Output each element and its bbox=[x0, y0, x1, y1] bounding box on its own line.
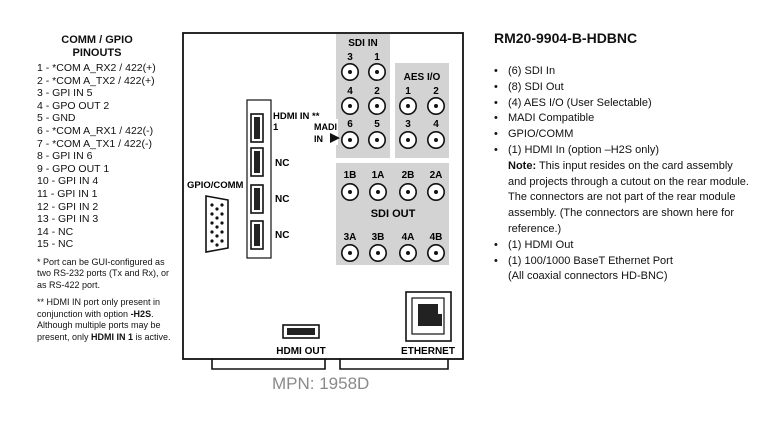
sdi-in-connector bbox=[367, 131, 387, 149]
spec-item: (8) SDI Out bbox=[494, 80, 754, 96]
aes-port-label: 1 bbox=[405, 86, 411, 97]
sdi-out-connector bbox=[368, 183, 388, 201]
spec-list: (6) SDI In (8) SDI Out (4) AES I/O (User… bbox=[494, 64, 754, 285]
sdi-out-connector bbox=[340, 244, 360, 263]
hdmi-note: ** HDMI IN port only present in conjunct… bbox=[37, 297, 171, 342]
pin-list: 1 - *COM A_RX2 / 422(+) 2 - *COM A_TX2 /… bbox=[37, 62, 177, 251]
spec-item: (4) AES I/O (User Selectable) bbox=[494, 96, 754, 112]
sdi-out-port-label: 2B bbox=[402, 170, 415, 181]
sdi-out-connector bbox=[398, 244, 418, 263]
sdi-in-port-label: 2 bbox=[374, 86, 380, 97]
pin-item: 2 - *COM A_TX2 / 422(+) bbox=[37, 74, 155, 87]
sdi-in-connector bbox=[367, 97, 387, 115]
sdi-in-port-label: 4 bbox=[347, 86, 353, 97]
hdmi-in-pins bbox=[254, 117, 260, 139]
aes-port-label: 2 bbox=[433, 86, 439, 97]
nc-label: NC bbox=[275, 194, 289, 205]
pin-item: 9 - GPO OUT 1 bbox=[37, 162, 110, 175]
sdi-out-port-label: 4A bbox=[402, 232, 415, 243]
sdi-out-port-label: 2A bbox=[430, 170, 443, 181]
sdi-out-port-label: 3B bbox=[372, 232, 385, 243]
spec-item: (1) HDMI Out bbox=[494, 238, 754, 254]
pin-item: 3 - GPI IN 5 bbox=[37, 87, 93, 100]
sdi-out-connector bbox=[368, 244, 388, 263]
sdi-out-connector bbox=[340, 183, 360, 201]
sdi-out-port-label: 1B bbox=[344, 170, 357, 181]
port-note: * Port can be GUI-configured as two RS-2… bbox=[37, 256, 170, 290]
hdmi-nc-pins bbox=[254, 224, 260, 246]
bottom-rail-left bbox=[211, 359, 326, 370]
gpio-comm-label: GPIO/COMM bbox=[187, 180, 244, 191]
pin-item: 14 - NC bbox=[37, 225, 74, 238]
pin-item: 6 - *COM A_RX1 / 422(-) bbox=[37, 124, 154, 137]
sdi-in-port-label: 3 bbox=[347, 52, 353, 63]
pin-item: 13 - GPI IN 3 bbox=[37, 213, 99, 226]
aes-connector bbox=[398, 131, 418, 149]
bottom-rail-right bbox=[339, 359, 449, 370]
sdi-in-connector bbox=[340, 131, 360, 149]
sdi-out-port-label: 1A bbox=[372, 170, 385, 181]
pin-item: 1 - *COM A_RX2 / 422(+) bbox=[37, 62, 156, 74]
aes-label: AES I/O bbox=[404, 72, 441, 83]
sdi-in-port-label: 5 bbox=[374, 119, 380, 130]
sdi-out-connector bbox=[398, 183, 418, 201]
sdi-in-port-label: 6 bbox=[347, 119, 353, 130]
aes-port-label: 4 bbox=[433, 119, 439, 130]
sdi-in-port-label: 1 bbox=[374, 52, 380, 63]
aes-connector bbox=[426, 97, 446, 115]
pinout-panel: COMM / GPIO PINOUTS 1 - *COM A_RX2 / 422… bbox=[37, 34, 177, 343]
hdmi-in-number: 1 bbox=[273, 122, 279, 133]
spec-title: RM20-9904-B-HDBNC bbox=[494, 30, 638, 46]
pin-item: 10 - GPI IN 4 bbox=[37, 175, 99, 188]
pin-item: 12 - GPI IN 2 bbox=[37, 200, 99, 213]
sdi-in-connector bbox=[367, 62, 387, 81]
db15-connector-icon bbox=[205, 195, 229, 253]
madi-in-label: IN bbox=[314, 134, 323, 144]
spec-item: (1) HDMI In (option –H2S only) bbox=[494, 143, 754, 159]
sdi-out-port-label: 4B bbox=[430, 232, 443, 243]
ethernet-label: ETHERNET bbox=[401, 346, 455, 357]
hdmi-out-pins bbox=[287, 328, 315, 335]
spec-item: MADI Compatible bbox=[494, 111, 754, 127]
sdi-in-connector bbox=[340, 97, 360, 115]
pin-item: 4 - GPO OUT 2 bbox=[37, 99, 110, 112]
spec-coax-note: (All coaxial connectors HD-BNC) bbox=[508, 270, 668, 283]
sdi-in-connector bbox=[340, 62, 360, 81]
pin-item: 11 - GPI IN 1 bbox=[37, 187, 98, 200]
sdi-out-connector bbox=[426, 244, 446, 263]
pin-item: 15 - NC bbox=[37, 238, 74, 251]
ethernet-jack-icon bbox=[418, 304, 442, 326]
hdmi-in-label: HDMI IN ** bbox=[273, 111, 320, 122]
sdi-out-label: SDI OUT bbox=[371, 208, 416, 220]
pin-item: 8 - GPI IN 6 bbox=[37, 150, 93, 163]
pin-item: 5 - GND bbox=[37, 112, 76, 125]
sdi-out-connector bbox=[426, 183, 446, 201]
hdmi-nc-pins bbox=[254, 188, 260, 210]
pinout-title: COMM / GPIO PINOUTS bbox=[61, 34, 133, 59]
nc-label: NC bbox=[275, 230, 289, 241]
aes-connector bbox=[426, 131, 446, 149]
hdmi-out-label: HDMI OUT bbox=[276, 346, 325, 357]
madi-arrow-icon bbox=[330, 133, 340, 143]
sdi-in-label: SDI IN bbox=[348, 38, 377, 49]
spec-note: Note: This input resides on the card ass… bbox=[508, 159, 749, 235]
aes-connector bbox=[398, 97, 418, 115]
hdmi-nc-pins bbox=[254, 151, 260, 173]
nc-label: NC bbox=[275, 158, 289, 169]
madi-label: MADI bbox=[314, 122, 337, 132]
sdi-out-port-label: 3A bbox=[344, 232, 357, 243]
mpn-label: MPN: 1958D bbox=[272, 374, 370, 393]
db15-pins bbox=[210, 203, 224, 247]
spec-item: GPIO/COMM bbox=[494, 127, 754, 143]
aes-port-label: 3 bbox=[405, 119, 411, 130]
spec-item: (1) 100/1000 BaseT Ethernet Port bbox=[494, 254, 754, 270]
pin-item: 7 - *COM A_TX1 / 422(-) bbox=[37, 137, 152, 150]
spec-panel: RM20-9904-B-HDBNC (6) SDI In (8) SDI Out… bbox=[494, 30, 754, 285]
spec-item: (6) SDI In bbox=[494, 64, 754, 80]
